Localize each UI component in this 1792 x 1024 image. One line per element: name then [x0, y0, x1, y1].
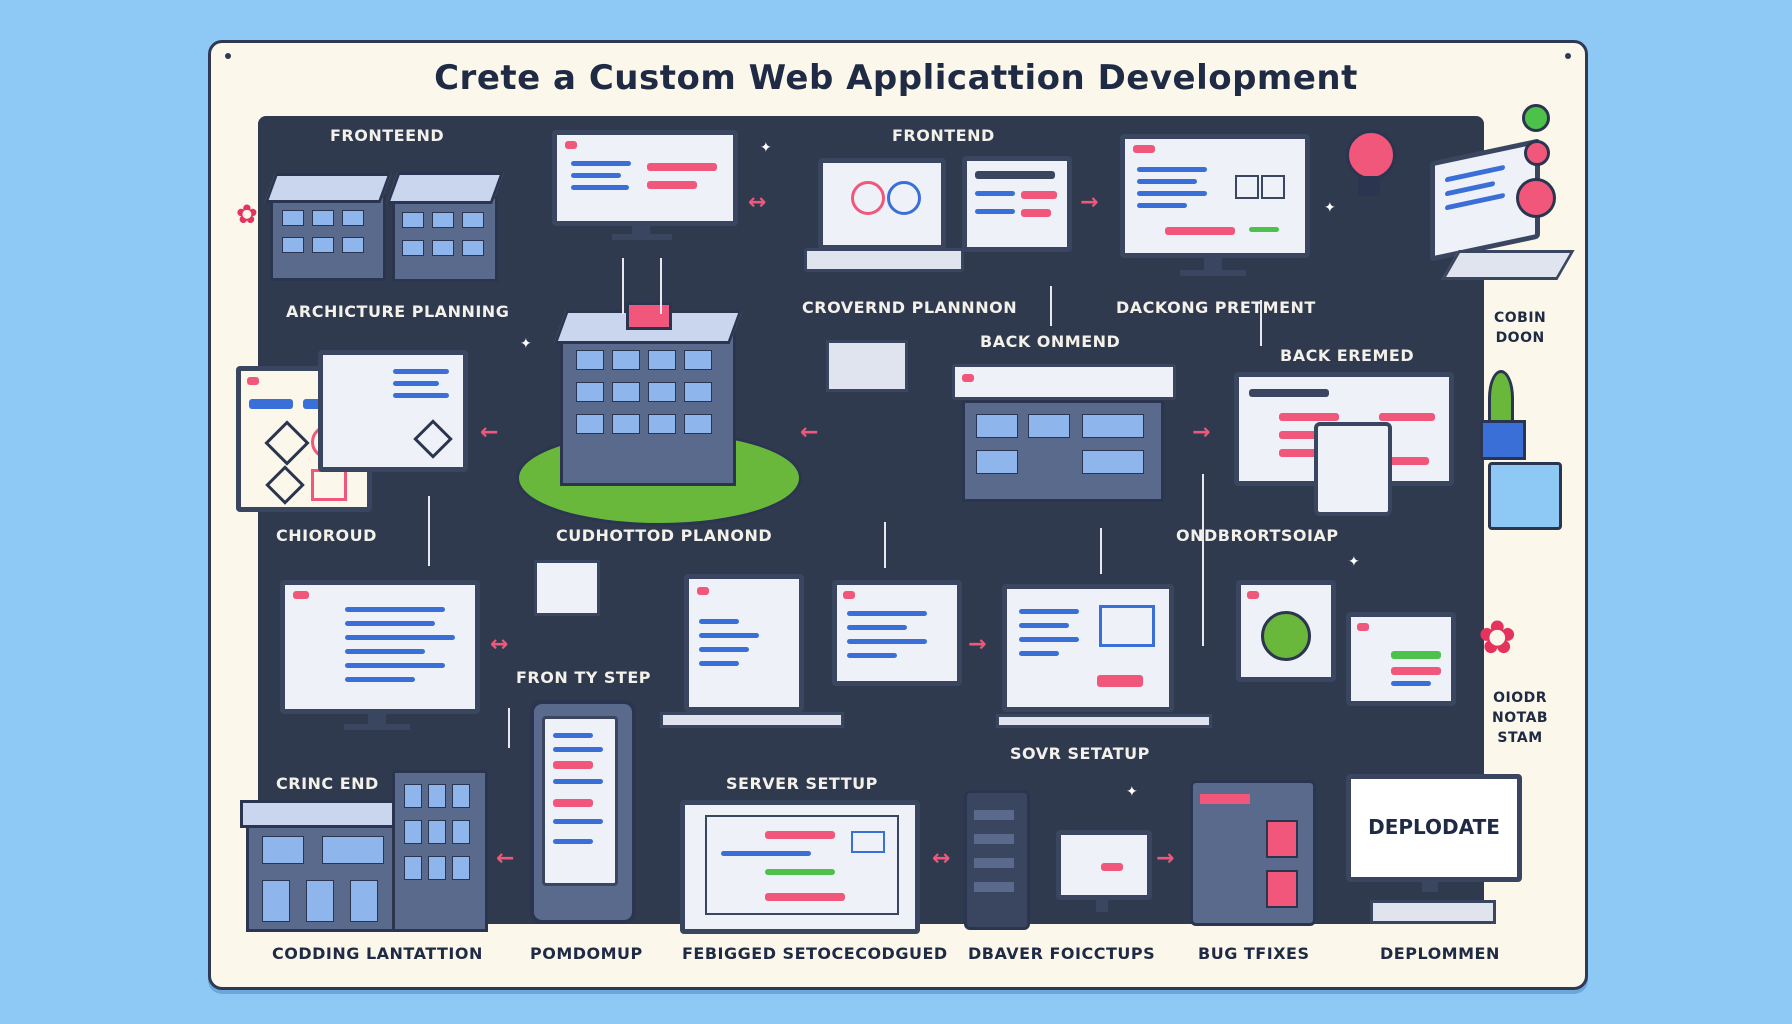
sparkle-icon: ✦	[1348, 554, 1360, 570]
flower-icon: ✿	[236, 200, 258, 230]
label-ondbrort: ONDBRORTSOIAP	[1176, 526, 1339, 545]
connector-line	[1202, 474, 1204, 646]
monitor-icon: DEPLODATE	[1346, 774, 1522, 934]
label-dackong: DACKONG PRETMENT	[1116, 298, 1316, 317]
label-sovr-setatup: SOVR SETATUP	[1010, 744, 1150, 763]
diagram-title: Crete a Custom Web Applicattion Developm…	[434, 58, 1358, 98]
pin-icon	[1565, 53, 1571, 59]
label-febigged: FEBIGGED SETOCECODGUED	[682, 944, 948, 963]
connector-line	[508, 708, 510, 748]
sparkle-icon: ✦	[760, 140, 772, 156]
arrow-icon: ←	[496, 846, 515, 871]
label-back-onmend: BACK ONMEND	[980, 332, 1121, 351]
arrow-icon: ↔	[932, 846, 951, 871]
label-deplommen: DEPLOMMEN	[1380, 944, 1500, 963]
phone-icon	[530, 700, 640, 926]
connector-line	[1100, 528, 1102, 574]
connector-line	[660, 258, 662, 314]
label-back-eremed: BACK EREMED	[1280, 346, 1415, 365]
label-crinc-end: CRINC END	[276, 774, 379, 793]
sparkle-icon: ✦	[1324, 200, 1336, 216]
arrow-icon: ←	[800, 420, 819, 445]
label-cobin: COBIN DOON	[1494, 310, 1547, 346]
connector-line	[1050, 286, 1052, 326]
monitor-icon	[552, 130, 738, 246]
box-icon	[1488, 462, 1562, 530]
document-icon	[318, 350, 468, 474]
label-chioroud: CHIOROUD	[276, 526, 377, 545]
deplodate-screen-text: DEPLODATE	[1368, 815, 1500, 839]
label-dbaver: DBAVER FOICCTUPS	[968, 944, 1156, 963]
label-pomdomup: POMDOMUP	[530, 944, 643, 963]
monitor-icon	[996, 584, 1212, 734]
label-architecture: ARCHICTURE PLANNING	[286, 302, 510, 321]
connector-line	[884, 522, 886, 568]
monitor-icon	[280, 580, 480, 740]
building-icon	[264, 165, 392, 285]
monitor-icon	[1234, 372, 1454, 520]
pin-icon	[225, 53, 231, 59]
laptop-icon	[804, 158, 964, 284]
arrow-icon: →	[1080, 190, 1099, 215]
arrow-icon: ←	[480, 420, 499, 445]
cube-icon	[534, 560, 600, 616]
monitor-icon	[1120, 134, 1310, 290]
server-icon	[964, 790, 1032, 930]
label-bug-fixes: BUG TFIXES	[1198, 944, 1310, 963]
status-dot-icon	[1524, 140, 1550, 166]
label-oiodr: OIODR NOTAB STAM	[1492, 690, 1549, 746]
label-crovernd: CROVERND PLANNNON	[802, 298, 1018, 317]
sparkle-icon: ✦	[1126, 784, 1138, 800]
building-icon	[386, 160, 504, 282]
label-coding: CODDING LANTATTION	[272, 944, 483, 963]
status-dot-icon	[1522, 104, 1550, 132]
document-icon	[1346, 612, 1456, 710]
monitor-icon	[962, 156, 1072, 256]
box-icon	[826, 340, 908, 392]
document-icon	[1236, 580, 1336, 684]
label-fron-ty-step: FRON TY STEP	[516, 668, 651, 687]
label-frontend-top: FRONTEND	[892, 126, 995, 145]
arrow-icon: →	[1192, 420, 1211, 445]
laptop-icon	[1420, 138, 1575, 290]
sparkle-icon: ✦	[520, 336, 532, 352]
status-dot-icon	[1516, 178, 1556, 218]
tablet-icon	[660, 574, 844, 734]
building-icon	[952, 364, 1176, 504]
label-frontend-left: FRONTEEND	[330, 126, 445, 145]
arrow-icon: →	[1156, 846, 1175, 871]
arrow-icon: ↔	[748, 190, 767, 215]
arrow-icon: ↔	[490, 632, 509, 657]
flower-icon: ✿	[1478, 610, 1517, 664]
building-icon	[516, 290, 802, 526]
monitor-icon	[1056, 830, 1152, 920]
monitor-icon	[832, 580, 962, 690]
connector-line	[622, 258, 624, 314]
connector-line	[1260, 300, 1262, 346]
connector-line	[428, 496, 430, 566]
lightbulb-icon	[1346, 130, 1396, 210]
plant-icon	[1476, 370, 1536, 460]
monitor-icon	[680, 800, 920, 934]
label-cudhottod: CUDHOTTOD PLANOND	[556, 526, 773, 545]
arrow-icon: →	[968, 632, 987, 657]
label-server-setup: SERVER SETTUP	[726, 774, 878, 793]
server-icon	[1190, 770, 1324, 930]
building-icon	[240, 770, 488, 932]
